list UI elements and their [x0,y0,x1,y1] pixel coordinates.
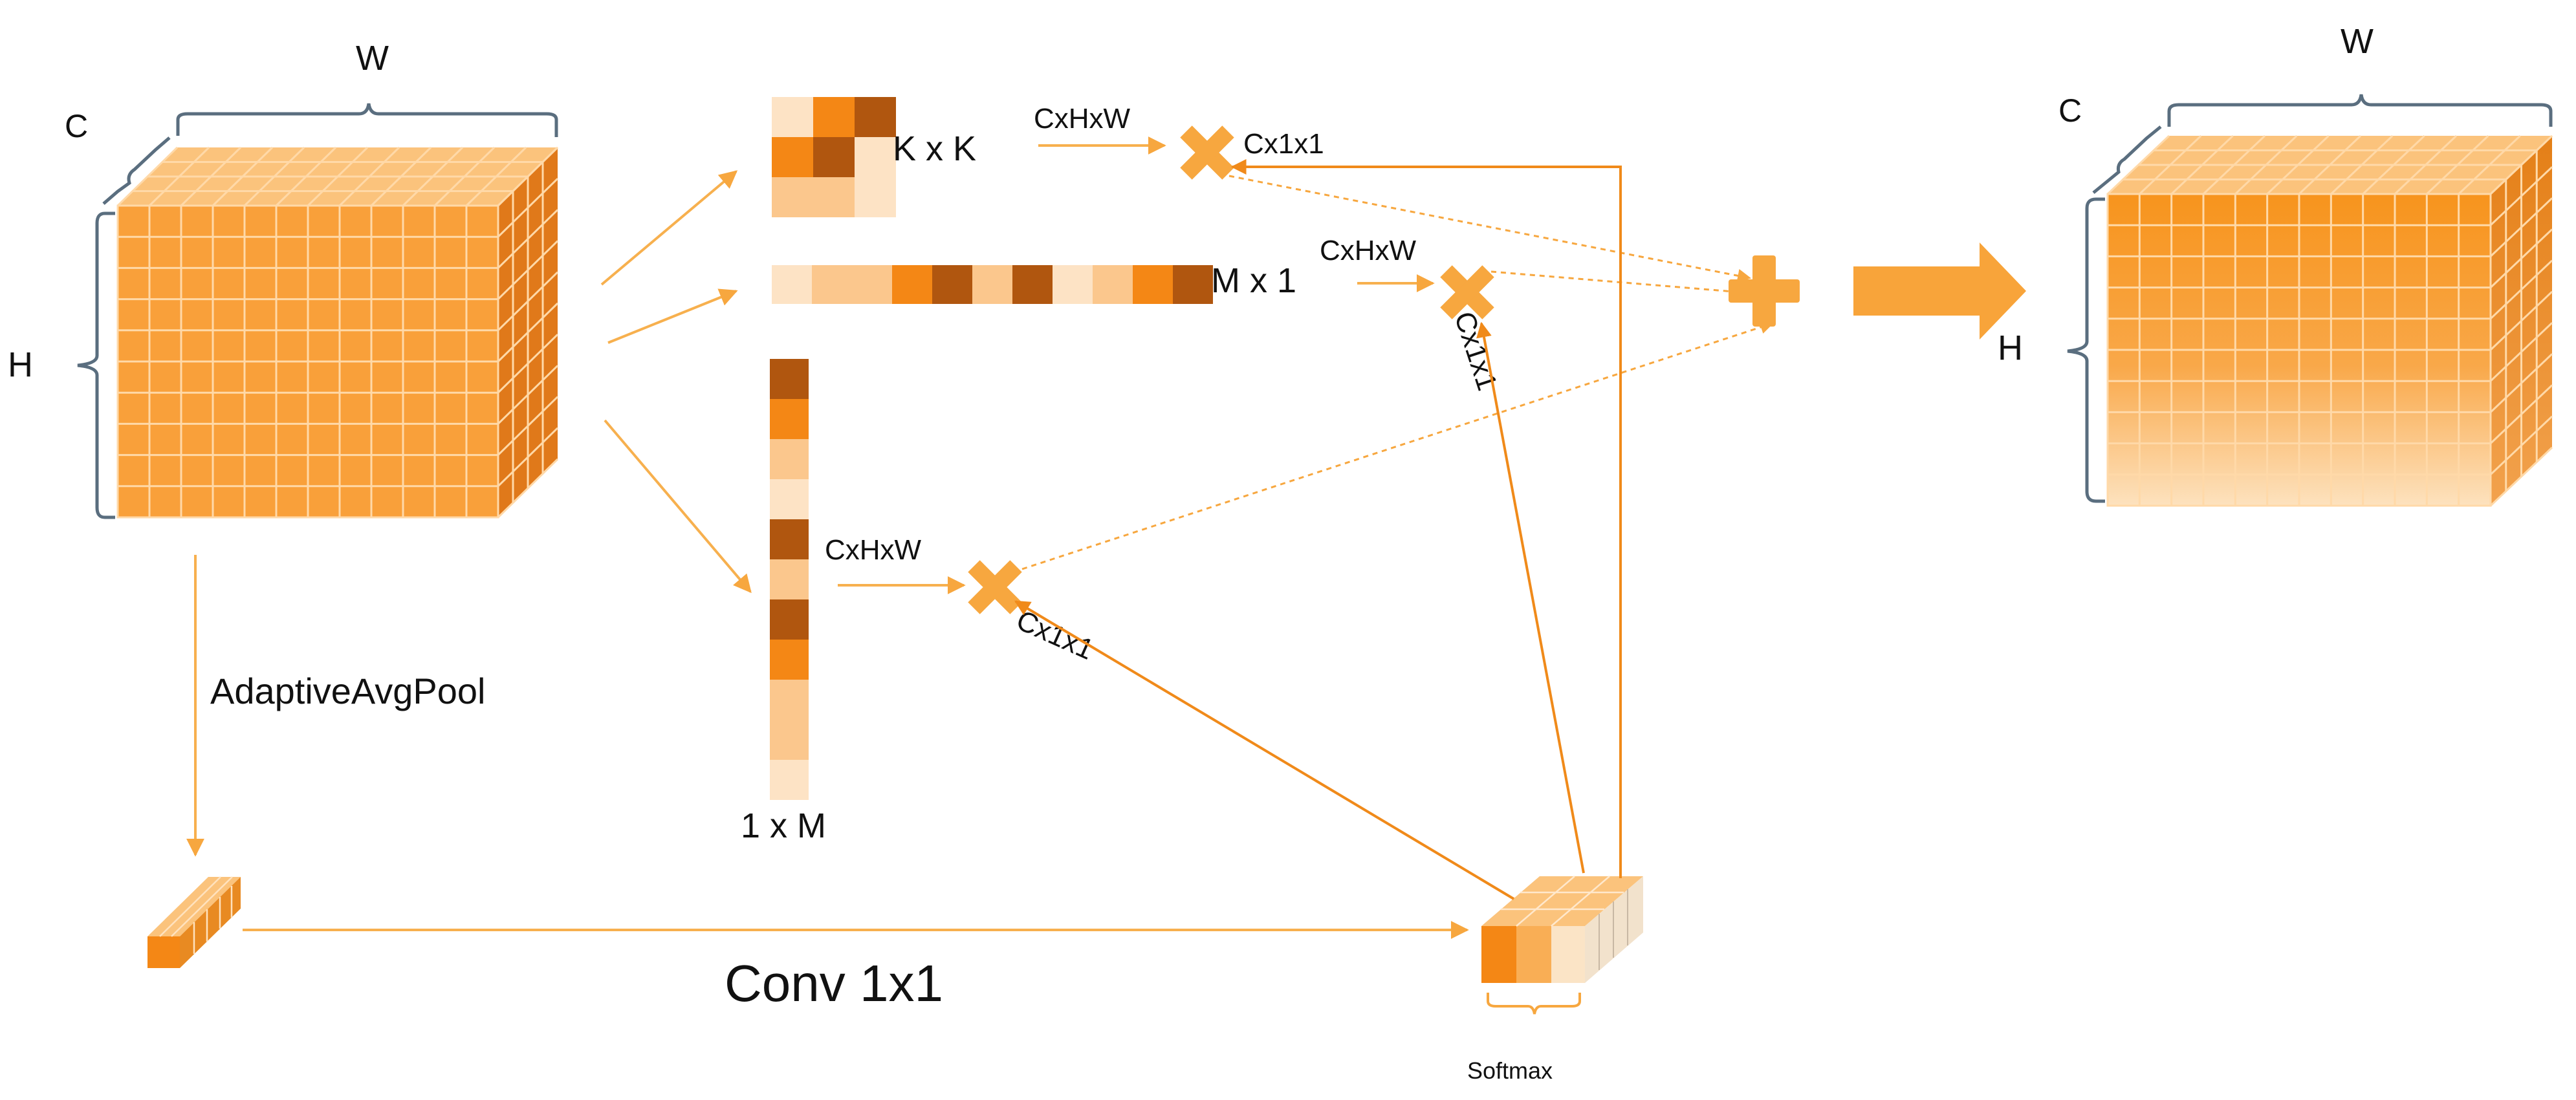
input-channel-label: C [65,108,88,144]
c11-label-mid: Cx1x1 [1448,308,1503,394]
output-width-label: W [2341,22,2374,61]
kernel-mx1-cell [932,265,972,304]
kernel-kxk-cell [813,97,855,137]
kernel-1xm-cell [770,760,809,800]
kernel-kxk-label: K x K [893,129,976,168]
input-height-brace [77,211,115,519]
output-feature-cube [2106,135,2553,507]
kernel-kxk-cell [855,177,896,217]
output-channel-brace [2092,125,2162,194]
kernel-mx1-cell [812,265,852,304]
pooled-vector [147,876,241,968]
output-cube-grid [2106,135,2553,507]
input-feature-cube [116,146,559,519]
output-arrow [1853,243,2026,340]
multiply-node-mid [1440,265,1494,319]
softmax-label: Softmax [1467,1057,1553,1084]
kernel-mx1-cell [1133,265,1173,304]
dotted-low-to-add [1021,320,1774,570]
arrow-to-1xm [604,419,752,594]
c11-label-top: Cx1x1 [1243,128,1324,160]
kernel-kxk-cell [813,177,855,217]
output-width-brace [2167,94,2553,127]
kernel-mx1-label: M x 1 [1211,261,1296,300]
kernel-1xm-cell [770,519,809,559]
kernel-1xm-cell [770,680,809,720]
output-height-brace [2067,197,2105,503]
kernel-mx1 [772,265,1213,304]
kernel-kxk-cell [855,97,896,137]
kernel-1xm-cell [770,479,809,519]
kernel-mx1-cell [1093,265,1133,304]
input-cube-grid [116,146,559,519]
kernel-kxk-cell [772,177,813,217]
kernel-1xm-cell [770,640,809,680]
dotted-top-to-add [1228,175,1752,283]
input-width-brace [176,103,558,137]
chw-label-mid: CxHxW [1320,235,1417,266]
adaptive-avg-pool-label: AdaptiveAvgPool [210,671,486,711]
kernel-mx1-cell [1173,265,1213,304]
conv-label: Conv 1x1 [725,954,943,1012]
multiply-node-top [1180,125,1234,180]
chw-label-top: CxHxW [1034,103,1131,135]
kernel-mx1-cell [852,265,892,304]
input-channel-brace [102,136,171,205]
multiply-node-low [968,560,1022,614]
feedback-to-top-mult [1230,159,1622,878]
kernel-kxk-cell [855,137,896,177]
kernel-1xm-cell [770,599,809,640]
kernel-1xm-label: 1 x M [741,806,826,845]
feedback-to-low-mult [1014,600,1515,900]
kernel-1xm-cell [770,720,809,760]
add-node [1729,255,1800,327]
output-channel-label: C [2058,92,2082,129]
feedback-to-mid-mult [1476,321,1585,874]
input-height-label: H [8,345,33,384]
output-height-label: H [1998,329,2023,367]
chw-label-low: CxHxW [825,534,922,566]
kernel-mx1-cell [1012,265,1053,304]
kernel-mx1-cell [1053,265,1093,304]
kernel-mx1-cell [892,265,932,304]
softmax-tensor [1481,876,1643,983]
kernel-1xm-cell [770,399,809,439]
dotted-mid-to-add [1490,270,1743,298]
kernel-kxk-cell [772,137,813,177]
kernel-mx1-cell [972,265,1012,304]
softmax-brace [1487,993,1581,1015]
input-width-label: W [356,39,389,78]
kernel-1xm-cell [770,439,809,479]
c11-label-low: Cx1x1 [1012,604,1098,665]
kernel-kxk-cell [772,97,813,137]
kernel-1xm [770,359,809,800]
kernel-1xm-cell [770,559,809,599]
arrow-to-kxk [600,170,738,286]
kernel-kxk-cell [813,137,855,177]
arrow-to-mx1 [607,288,738,344]
kernel-mx1-cell [772,265,812,304]
kernel-kxk [772,97,896,217]
kernel-1xm-cell [770,359,809,399]
